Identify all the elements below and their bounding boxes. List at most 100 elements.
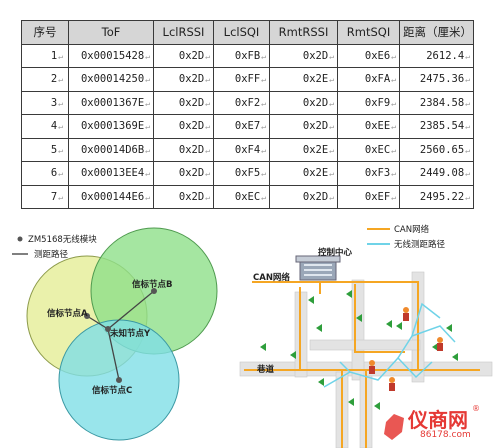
col-header-rmt-rssi: RmtRSSI: [269, 20, 338, 45]
cell-rmt-sqi: 0xEE↵: [337, 114, 400, 139]
paragraph-mark-icon: ↵: [145, 169, 150, 179]
cell-index: 6↵: [21, 161, 69, 186]
cell-lcl-sqi: 0xFF↵: [213, 67, 270, 92]
cell-lcl-sqi-value: 0xFF: [234, 73, 261, 86]
cell-rmt-sqi: 0xEC↵: [337, 137, 400, 162]
cell-lcl-sqi-value: 0xF2: [234, 96, 261, 109]
table-row: 3↵0x0001367E↵0x2D↵0xF2↵0x2D↵0xF9↵2384.58…: [21, 90, 474, 115]
cell-index-value: 3: [50, 96, 58, 109]
cell-lcl-rssi-value: 0x2D: [178, 73, 205, 86]
paragraph-mark-icon: ↵: [205, 122, 210, 132]
cell-lcl-rssi-value: 0x2D: [178, 49, 205, 62]
paragraph-mark-icon: ↵: [465, 51, 470, 61]
cell-rmt-rssi: 0x2E↵: [269, 137, 338, 162]
cell-lcl-rssi: 0x2D↵: [153, 114, 214, 139]
watermark-registered: ®: [472, 404, 480, 413]
cell-distance: 2495.22↵: [399, 184, 474, 209]
miners: [369, 307, 443, 391]
cell-rmt-sqi-value: 0xF9: [364, 96, 391, 109]
table-row: 7↵0x000144E6↵0x2D↵0xEC↵0x2D↵0xEF↵2495.22…: [21, 184, 474, 209]
cell-rmt-sqi: 0xEF↵: [337, 184, 400, 209]
cell-distance: 2612.4↵: [399, 43, 474, 68]
cell-index-value: 7: [50, 190, 58, 203]
cell-index: 5↵: [21, 137, 69, 162]
cell-index: 2↵: [21, 67, 69, 92]
cell-tof: 0x00015428↵: [68, 43, 154, 68]
cell-rmt-rssi-value: 0x2E: [302, 167, 329, 180]
paragraph-mark-icon: ↵: [465, 192, 470, 202]
table-row: 2↵0x00014250↵0x2D↵0xFF↵0x2E↵0xFA↵2475.36…: [21, 67, 474, 92]
tunnel-label: 巷道: [257, 365, 275, 375]
paragraph-mark-icon: ↵: [261, 169, 266, 179]
legend-can-label: CAN网络: [394, 225, 430, 235]
cell-lcl-sqi: 0xEC↵: [213, 184, 270, 209]
paragraph-mark-icon: ↵: [329, 51, 334, 61]
cell-lcl-sqi: 0xF5↵: [213, 161, 270, 186]
cell-lcl-sqi-value: 0xE7: [234, 120, 261, 133]
cell-rmt-sqi: 0xFA↵: [337, 67, 400, 92]
control-center-building: [295, 255, 341, 281]
table-row: 6↵0x00013EE4↵0x2D↵0xF5↵0x2E↵0xF3↵2449.08…: [21, 161, 474, 186]
path-b-y: [107, 290, 155, 330]
node-b-dot: [151, 288, 157, 294]
cell-rmt-rssi-value: 0x2D: [302, 96, 329, 109]
cell-rmt-sqi-value: 0xEE: [364, 120, 391, 133]
cell-distance-value: 2384.58: [419, 96, 465, 109]
cell-tof-value: 0x00013EE4: [80, 167, 145, 180]
cell-rmt-rssi: 0x2E↵: [269, 161, 338, 186]
cell-lcl-sqi: 0xF2↵: [213, 90, 270, 115]
cell-distance: 2384.58↵: [399, 90, 474, 115]
cell-rmt-rssi-value: 0x2D: [302, 49, 329, 62]
path-a-y: [86, 315, 109, 330]
node-y-label: 未知节点Y: [110, 329, 151, 339]
watermark-site: 86178.com: [420, 430, 471, 440]
cell-tof: 0x00013EE4↵: [68, 161, 154, 186]
cell-rmt-rssi: 0x2D↵: [269, 90, 338, 115]
cell-rmt-rssi: 0x2D↵: [269, 184, 338, 209]
paragraph-mark-icon: ↵: [58, 192, 63, 202]
paragraph-mark-icon: ↵: [465, 98, 470, 108]
cell-lcl-rssi-value: 0x2D: [178, 120, 205, 133]
table-row: 5↵0x00014D6B↵0x2D↵0xF4↵0x2E↵0xEC↵2560.65…: [21, 137, 474, 162]
paragraph-mark-icon: ↵: [391, 75, 396, 85]
cell-distance: 2449.08↵: [399, 161, 474, 186]
cell-rmt-sqi-value: 0xE6: [364, 49, 391, 62]
table-row: 1↵0x00015428↵0x2D↵0xFB↵0x2D↵0xE6↵2612.4↵: [21, 43, 474, 68]
cell-rmt-rssi-value: 0x2E: [302, 143, 329, 156]
paragraph-mark-icon: ↵: [205, 145, 210, 155]
paragraph-mark-icon: ↵: [391, 192, 396, 202]
paragraph-mark-icon: ↵: [58, 169, 63, 179]
paragraph-mark-icon: ↵: [145, 192, 150, 202]
cell-lcl-rssi: 0x2D↵: [153, 137, 214, 162]
node-c-label: 信标节点C: [92, 386, 133, 396]
col-header-lcl-sqi: LclSQI: [213, 20, 270, 45]
paragraph-mark-icon: ↵: [145, 98, 150, 108]
can-network-label: CAN网络: [253, 273, 290, 283]
cell-tof-value: 0x00015428: [80, 49, 145, 62]
cell-lcl-rssi-value: 0x2D: [178, 190, 205, 203]
cell-rmt-rssi-value: 0x2E: [302, 73, 329, 86]
paragraph-mark-icon: ↵: [58, 98, 63, 108]
paragraph-mark-icon: ↵: [145, 51, 150, 61]
col-header-rmt-sqi: RmtSQI: [337, 20, 400, 45]
paragraph-mark-icon: ↵: [261, 51, 266, 61]
watermark-brand: 仪商网: [408, 408, 468, 432]
paragraph-mark-icon: ↵: [58, 51, 63, 61]
cell-distance-value: 2612.4: [426, 49, 465, 62]
wireless-nodes: [260, 290, 458, 410]
col-header-tof: ToF: [68, 20, 154, 45]
paragraph-mark-icon: ↵: [465, 122, 470, 132]
cell-lcl-rssi: 0x2D↵: [153, 67, 214, 92]
node-b-label: 信标节点B: [132, 280, 173, 290]
cell-index: 4↵: [21, 114, 69, 139]
paragraph-mark-icon: ↵: [58, 122, 63, 132]
paragraph-mark-icon: ↵: [205, 169, 210, 179]
cell-lcl-sqi: 0xF4↵: [213, 137, 270, 162]
cell-distance-value: 2475.36: [419, 73, 465, 86]
cell-rmt-rssi-value: 0x2D: [302, 190, 329, 203]
paragraph-mark-icon: ↵: [261, 75, 266, 85]
wireless-paths: [323, 302, 456, 388]
cell-rmt-sqi-value: 0xF3: [364, 167, 391, 180]
cell-tof: 0x0001369E↵: [68, 114, 154, 139]
paragraph-mark-icon: ↵: [205, 75, 210, 85]
